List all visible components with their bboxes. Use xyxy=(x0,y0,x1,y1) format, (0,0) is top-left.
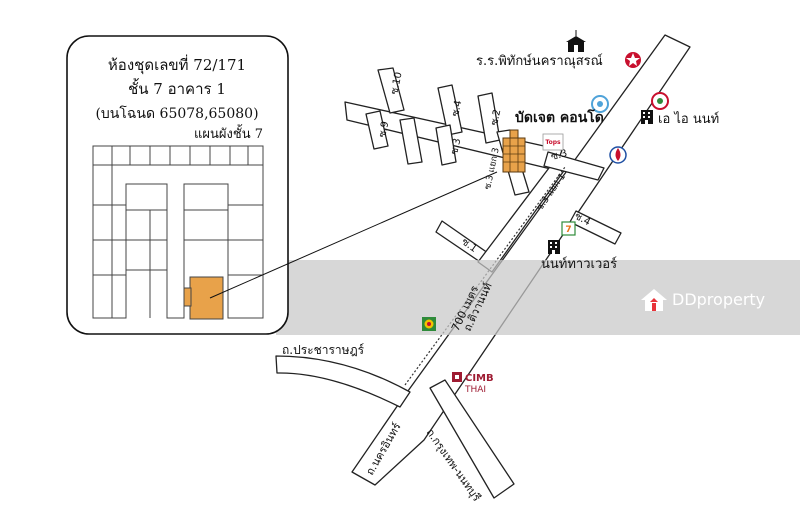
ai-nont-label: เอ ไอ นนท์ xyxy=(658,111,719,127)
school-label: ร.ร.พิทักษ์นคราณุสรณ์ xyxy=(476,53,603,69)
road-soi-10 xyxy=(377,67,405,114)
nont-tower-label: นนท์ทาวเวอร์ xyxy=(541,256,617,272)
condo-label: บัดเจต คอนโด xyxy=(515,108,604,126)
unit-number-text: ห้องชุดเลขที่ 72/171 xyxy=(108,54,246,75)
road-soi-4-lower xyxy=(569,210,622,245)
floor-plan-label: แผนผังชั้น 7 xyxy=(194,124,263,142)
cimb-icon xyxy=(452,372,462,382)
cimb-landmark: CIMB THAI xyxy=(452,372,494,395)
road-soi-3-short xyxy=(399,117,423,165)
floor-building-text: ชั้น 7 อาคาร 1 xyxy=(128,78,226,98)
texaco-icon xyxy=(625,52,641,68)
road-soi-3-to-main xyxy=(543,151,605,181)
street-label-soi-4-upper: ซ.4 xyxy=(450,99,464,117)
road-krungthep-nonthaburi xyxy=(429,379,515,499)
condo-building-icon xyxy=(502,129,526,173)
street-label-soi-9: ซ.9 xyxy=(377,120,391,138)
home-icon xyxy=(641,289,667,311)
school-landmark: ร.ร.พิทักษ์นคราณุสรณ์ xyxy=(476,30,603,69)
tops-icon: Tops xyxy=(542,133,564,151)
road-soi-9 xyxy=(365,110,389,150)
street-label-pracharat: ถ.ประชาราษฎร์ xyxy=(282,343,365,357)
nont-tower-landmark: นนท์ทาวเวอร์ xyxy=(541,240,617,272)
info-box: ห้องชุดเลขที่ 72/171 ชั้น 7 อาคาร 1 (บนโ… xyxy=(66,35,289,335)
distance-dotted-line xyxy=(404,166,566,386)
ai-nont-landmark: เอ ไอ นนท์ xyxy=(641,110,719,127)
nont-tower-building-icon xyxy=(548,240,560,254)
street-label-soi-10: ซ.10 xyxy=(389,71,404,95)
bangchak-icon xyxy=(591,95,609,113)
pointer-line xyxy=(209,171,498,299)
floor-plan xyxy=(92,145,264,319)
cimb-label-line2: THAI xyxy=(464,385,486,395)
esso-icon xyxy=(651,92,669,110)
highlighted-unit xyxy=(189,276,224,320)
shell-icon xyxy=(422,317,436,331)
street-label-soi-2: ซ.2 xyxy=(489,108,503,126)
condo-landmark: บัดเจต คอนโด xyxy=(502,108,604,173)
cimb-label-line1: CIMB xyxy=(465,373,494,384)
street-label-soi-3-right: ซ.3 xyxy=(550,148,569,163)
road-soi-4-upper xyxy=(437,84,463,136)
svg-text:Tops: Tops xyxy=(545,139,561,146)
seven-eleven-icon: 7 xyxy=(561,221,576,236)
office-building-icon xyxy=(641,110,653,124)
ptt-icon xyxy=(609,146,627,164)
watermark-text: DDproperty xyxy=(672,290,765,309)
watermark-band xyxy=(276,260,800,335)
school-icon xyxy=(566,30,586,52)
street-label-soi-3-upper: ซ.3 xyxy=(449,137,463,155)
road-pracharat xyxy=(275,355,411,408)
title-deed-text: (บนโฉนด 65078,65080) xyxy=(95,105,258,122)
watermark-logo: DDproperty xyxy=(641,289,765,311)
svg-text:7: 7 xyxy=(565,225,571,235)
road-soi-3-vertical xyxy=(435,124,457,166)
